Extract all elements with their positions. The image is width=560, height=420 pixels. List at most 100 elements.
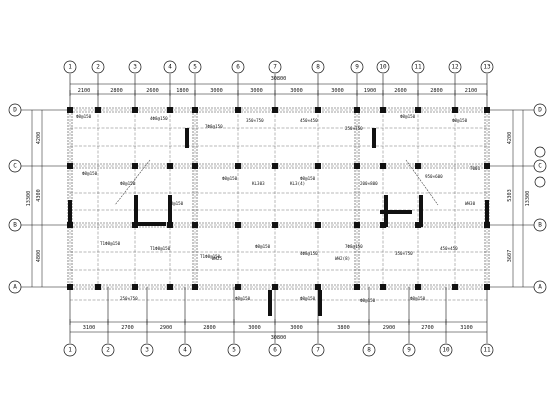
column	[484, 107, 490, 113]
dim-value: 2600	[394, 88, 407, 94]
axis-bubble	[480, 343, 494, 357]
axis-label: 6	[273, 347, 277, 354]
column	[315, 163, 321, 169]
column	[67, 163, 73, 169]
beam-note: Ф8@150	[235, 296, 251, 301]
axis-label: D	[13, 107, 17, 114]
column	[354, 163, 360, 169]
axis-bubble	[376, 60, 390, 74]
column	[132, 107, 138, 113]
dim-value: 2700	[421, 325, 434, 331]
axis-label: B	[13, 222, 17, 229]
dim-value: 1800	[176, 88, 189, 94]
beam-note: Ф8@150	[410, 296, 426, 301]
axis-bubble	[8, 103, 22, 117]
left-axis-bubbles: D C B A	[8, 103, 70, 294]
dim-value: 2900	[383, 325, 396, 331]
column	[354, 284, 360, 290]
axis-label: 4	[183, 347, 187, 354]
axis-label: A	[13, 284, 17, 291]
dim-value: 4300	[36, 189, 42, 202]
shear-wall	[318, 290, 322, 316]
column	[272, 222, 278, 228]
column	[415, 163, 421, 169]
axis-label: 11	[483, 347, 491, 354]
dim-value: 2700	[121, 325, 134, 331]
column	[272, 163, 278, 169]
column	[235, 222, 241, 228]
axis-bubble	[91, 60, 105, 74]
axis-bubble	[411, 60, 425, 74]
axis-label: 2	[96, 64, 100, 71]
dim-total: 13300	[26, 191, 32, 207]
axis-bubble	[533, 218, 547, 232]
stair-diagonal	[114, 159, 151, 206]
column	[95, 284, 101, 290]
column	[67, 222, 73, 228]
axis-label: 9	[355, 64, 359, 71]
dim-value: 4200	[36, 132, 42, 145]
axis-label: 11	[414, 64, 422, 71]
shear-wall	[384, 195, 388, 227]
dim-value: 3000	[210, 88, 223, 94]
axis-bubble	[480, 60, 494, 74]
axis-bubble	[178, 343, 192, 357]
axis-bubble	[188, 60, 202, 74]
shear-wall	[68, 200, 72, 228]
axis-label: C	[13, 163, 17, 170]
room-tag: KL3(4)	[290, 181, 305, 186]
dim-value: 2800	[430, 88, 443, 94]
shear-wall	[372, 128, 376, 148]
column	[192, 163, 198, 169]
beam-note: Ф8@150	[255, 244, 271, 249]
beam-note: 950×600	[425, 174, 443, 179]
column	[315, 107, 321, 113]
column	[67, 284, 73, 290]
dim-total: 13300	[525, 191, 531, 207]
column	[167, 163, 173, 169]
column	[484, 222, 490, 228]
dim-value: 5303	[507, 189, 513, 202]
beam-note: Ф8@150	[300, 176, 316, 181]
dim-value: 4200	[507, 132, 513, 145]
room-tag: WH30	[465, 201, 476, 206]
column	[415, 222, 421, 228]
shear-wall	[185, 128, 189, 148]
column	[235, 107, 241, 113]
axis-label: 7	[273, 64, 277, 71]
shear-wall	[380, 210, 412, 214]
column	[95, 107, 101, 113]
beam-note: 350×750	[395, 251, 413, 256]
column	[380, 284, 386, 290]
axis-bubble	[63, 60, 77, 74]
axis-bubble	[101, 343, 115, 357]
axis-bubble	[163, 60, 177, 74]
column	[484, 163, 490, 169]
axis-bubble	[8, 218, 22, 232]
axis-bubble	[227, 343, 241, 357]
dim-value: 2100	[465, 88, 478, 94]
beam-note: T1Ф8@150	[150, 246, 171, 251]
beam-note: Ф8@150	[360, 298, 376, 303]
beam-note: 4Ф8@150	[300, 251, 318, 256]
axis-bubble	[533, 280, 547, 294]
dim-value: 2100	[78, 88, 91, 94]
column	[272, 107, 278, 113]
room-tag: KL303	[252, 181, 265, 186]
dim-value: 2800	[110, 88, 123, 94]
shear-wall	[419, 195, 423, 227]
dim-total: 30800	[271, 76, 287, 82]
beam-note: 7001	[470, 166, 481, 171]
axis-label: C	[538, 163, 542, 170]
dim-value: 3000	[290, 88, 303, 94]
axis-label: 8	[367, 347, 371, 354]
column	[167, 222, 173, 228]
column	[315, 222, 321, 228]
shear-wall	[134, 222, 166, 226]
column	[484, 284, 490, 290]
column	[235, 163, 241, 169]
beam-note: 7Ф8@150	[345, 244, 363, 249]
axis-bubble	[128, 60, 142, 74]
